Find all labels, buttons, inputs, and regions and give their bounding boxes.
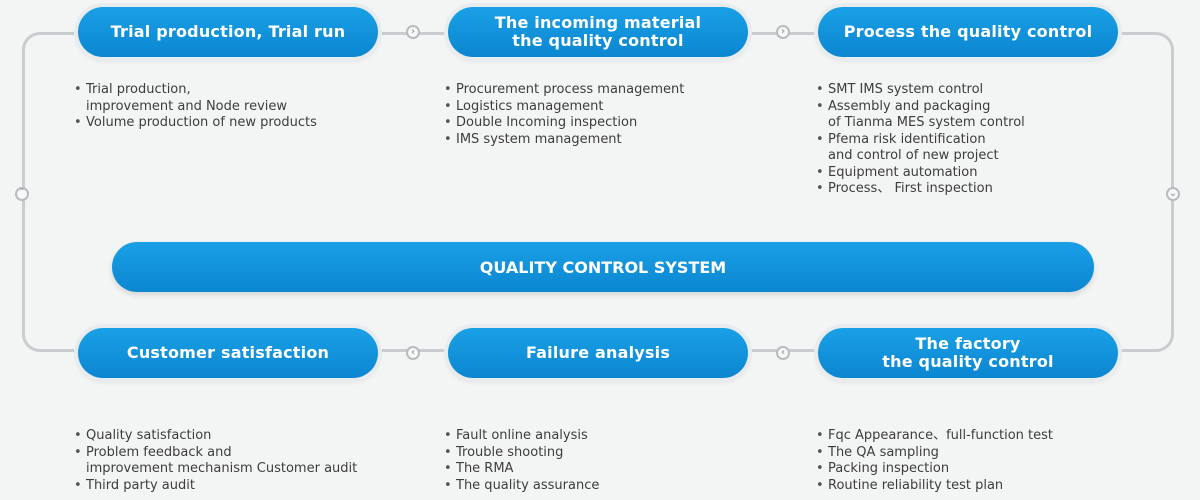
stage-failure-analysis: Failure analysis bbox=[448, 328, 748, 378]
list-item: Quality satisfaction bbox=[74, 428, 357, 445]
customer-satisfaction-list: Quality satisfaction Problem feedback an… bbox=[74, 428, 357, 494]
arrow-left-icon: ‹ bbox=[406, 346, 420, 360]
list-item: Procurement process management bbox=[444, 82, 684, 99]
list-item: Double Incoming inspection bbox=[444, 115, 684, 132]
list-item: Volume production of new products bbox=[74, 115, 317, 132]
list-item: The RMA bbox=[444, 461, 599, 478]
list-item: Logistics management bbox=[444, 99, 684, 116]
list-item: Fault online analysis bbox=[444, 428, 599, 445]
trial-production-list: Trial production, improvement and Node r… bbox=[74, 82, 317, 132]
list-item: SMT IMS system control bbox=[816, 82, 1025, 99]
list-item: Packing inspection bbox=[816, 461, 1053, 478]
list-item: The QA sampling bbox=[816, 445, 1053, 462]
quality-control-system-bar: QUALITY CONTROL SYSTEM bbox=[112, 242, 1094, 292]
stage-process-quality-control: Process the quality control bbox=[818, 7, 1118, 57]
list-item: Assembly and packaging of Tianma MES sys… bbox=[816, 99, 1025, 132]
stage-customer-satisfaction: Customer satisfaction bbox=[78, 328, 378, 378]
list-item: Equipment automation bbox=[816, 165, 1025, 182]
stage-trial-production: Trial production, Trial run bbox=[78, 7, 378, 57]
arrow-left-icon: ‹ bbox=[776, 346, 790, 360]
process-quality-list: SMT IMS system control Assembly and pack… bbox=[816, 82, 1025, 198]
factory-quality-list: Fqc Appearance、full-function test The QA… bbox=[816, 428, 1053, 494]
list-item: Pfema risk identification and control of… bbox=[816, 132, 1025, 165]
list-item: IMS system management bbox=[444, 132, 684, 149]
arrow-right-icon: › bbox=[406, 25, 420, 39]
arrow-right-icon: › bbox=[776, 25, 790, 39]
list-item: Trouble shooting bbox=[444, 445, 599, 462]
list-item: Problem feedback and improvement mechani… bbox=[74, 445, 357, 478]
arrow-down-icon: ⌄ bbox=[1166, 187, 1180, 201]
list-item: Routine reliability test plan bbox=[816, 478, 1053, 495]
incoming-material-list: Procurement process management Logistics… bbox=[444, 82, 684, 148]
list-item: The quality assurance bbox=[444, 478, 599, 495]
stage-factory-quality-control: The factory the quality control bbox=[818, 328, 1118, 378]
list-item: Process、 First inspection bbox=[816, 181, 1025, 198]
list-item: Trial production, improvement and Node r… bbox=[74, 82, 317, 115]
stage-incoming-material: The incoming material the quality contro… bbox=[448, 7, 748, 57]
list-item: Fqc Appearance、full-function test bbox=[816, 428, 1053, 445]
arrow-up-icon: ˆ bbox=[15, 187, 29, 201]
failure-analysis-list: Fault online analysis Trouble shooting T… bbox=[444, 428, 599, 494]
list-item: Third party audit bbox=[74, 478, 357, 495]
